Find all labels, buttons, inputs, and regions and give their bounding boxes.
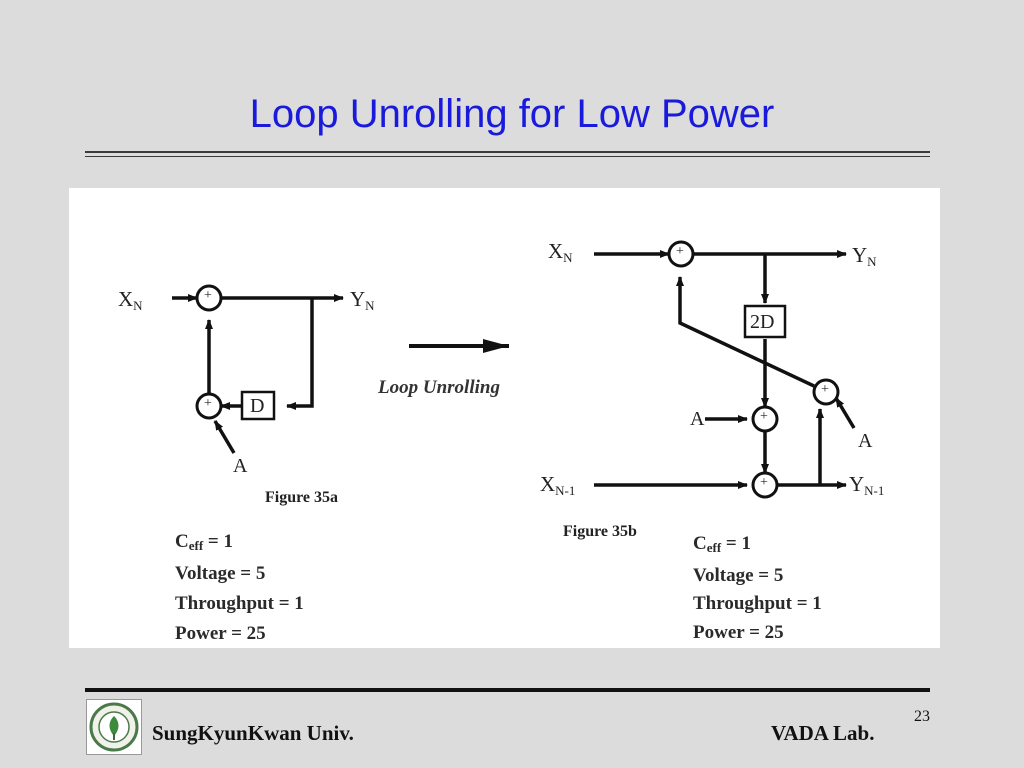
- fig-b-top-adder: [667, 240, 695, 268]
- fig-b-coef2-wire: [834, 397, 856, 429]
- fig-b-coef2-label: A: [858, 430, 873, 452]
- slide-title: Loop Unrolling for Low Power: [249, 92, 775, 136]
- fig-a-output-sub: N: [365, 298, 375, 313]
- fig-b-output-n1-sub: N-1: [864, 483, 885, 498]
- fig-b-stat-voltage-name: Voltage: [693, 565, 754, 586]
- fig-b-delay-box: [743, 304, 787, 339]
- fig-b-stat-ceff-sub: eff: [706, 540, 722, 555]
- fig-b-top-adder-symbol: +: [676, 244, 684, 259]
- diagram-panel: + + + + + + XN YN D A Figure 35a Ceff = …: [69, 188, 940, 648]
- fig-a-delay-label: D: [250, 395, 265, 417]
- fig-a-bottom-adder: [195, 392, 223, 420]
- fig-b-stat-ceff-name: C: [693, 533, 707, 554]
- figure-35b-diagram: [594, 240, 856, 499]
- fig-b-right-adder-symbol: +: [821, 382, 829, 397]
- fig-a-stat-ceff: Ceff = 1: [175, 532, 233, 552]
- fig-b-stat-throughput-name: Throughput: [693, 593, 792, 614]
- fig-b-stat-throughput: Throughput = 1: [693, 594, 822, 613]
- fig-b-stat-ceff-value: = 1: [721, 533, 751, 554]
- fig-b-cross-feedback-wire: [676, 276, 815, 388]
- fig-b-mid-adder: [751, 405, 779, 433]
- fig-a-input-sub: N: [133, 298, 143, 313]
- fig-a-stat-throughput-value: = 1: [273, 593, 304, 614]
- fig-a-stat-voltage-name: Voltage: [175, 563, 236, 584]
- fig-a-stat-power-name: Power: [175, 623, 227, 644]
- fig-b-input-n1-sub: N-1: [555, 483, 576, 498]
- fig-b-stat-power-name: Power: [693, 622, 745, 643]
- fig-a-delay-box: [240, 390, 276, 421]
- fig-b-stat-voltage-value: = 5: [753, 565, 784, 586]
- page-number: 23: [914, 708, 930, 725]
- fig-b-input-n-label: XN: [548, 239, 573, 265]
- diagram-canvas: [172, 240, 856, 499]
- fig-b-bottom-adder-symbol: +: [760, 475, 768, 490]
- fig-a-feedback-wire: [286, 298, 314, 410]
- fig-b-input-n-sub: N: [563, 250, 573, 265]
- fig-b-output-n1-label: YN-1: [849, 472, 885, 498]
- fig-a-input-letter: X: [118, 287, 134, 311]
- fig-b-right-adder: [812, 378, 840, 406]
- fig-a-input-label: XN: [118, 287, 143, 313]
- fig-a-stat-power-value: = 25: [226, 623, 266, 644]
- loop-unrolling-label: Loop Unrolling: [378, 377, 500, 398]
- footer-divider: [85, 688, 930, 692]
- fig-a-output-letter: Y: [350, 287, 366, 311]
- fig-a-stat-throughput-name: Throughput: [175, 593, 274, 614]
- figure-35a-diagram: [172, 284, 344, 454]
- fig-b-output-n-sub: N: [867, 254, 877, 269]
- footer-university: SungKyunKwan Univ.: [152, 721, 354, 745]
- fig-a-stat-voltage-value: = 5: [235, 563, 266, 584]
- fig-b-input-n1-label: XN-1: [540, 472, 576, 498]
- university-seal-logo: [86, 699, 142, 755]
- fig-a-bottom-adder-symbol: +: [204, 396, 212, 411]
- fig-b-input-n-letter: X: [548, 239, 564, 263]
- fig-b-stat-voltage: Voltage = 5: [693, 566, 783, 585]
- fig-b-stat-power-value: = 25: [744, 622, 784, 643]
- fig-a-top-adder: [195, 284, 223, 312]
- fig-b-input-n1-letter: X: [540, 472, 556, 496]
- fig-b-stat-power: Power = 25: [693, 623, 784, 642]
- fig-b-caption: Figure 35b: [563, 523, 637, 540]
- fig-b-output-n-label: YN: [852, 243, 877, 269]
- fig-b-output-n-letter: Y: [852, 243, 868, 267]
- fig-a-top-adder-symbol: +: [204, 288, 212, 303]
- fig-b-bottom-adder: [751, 471, 779, 499]
- fig-a-stat-throughput: Throughput = 1: [175, 594, 304, 613]
- fig-a-output-label: YN: [350, 287, 375, 313]
- fig-b-output-n1-letter: Y: [849, 472, 865, 496]
- fig-a-stat-ceff-value: = 1: [203, 531, 233, 552]
- fig-a-caption: Figure 35a: [265, 489, 339, 506]
- title-divider-bottom: [85, 156, 930, 157]
- fig-a-coef-label: A: [233, 455, 248, 477]
- fig-b-coef1-label: A: [690, 408, 705, 430]
- fig-a-stat-ceff-sub: eff: [188, 538, 204, 553]
- fig-b-mid-adder-symbol: +: [760, 409, 768, 424]
- footer-lab: VADA Lab.: [771, 721, 875, 745]
- fig-a-stat-voltage: Voltage = 5: [175, 564, 265, 583]
- fig-a-coef-wire: [213, 420, 236, 454]
- fig-b-delay-label: 2D: [750, 311, 775, 333]
- fig-b-stat-throughput-value: = 1: [791, 593, 822, 614]
- fig-a-stat-ceff-name: C: [175, 531, 189, 552]
- fig-b-stat-ceff: Ceff = 1: [693, 534, 751, 554]
- title-divider-top: [85, 151, 930, 153]
- fig-a-stat-power: Power = 25: [175, 624, 266, 643]
